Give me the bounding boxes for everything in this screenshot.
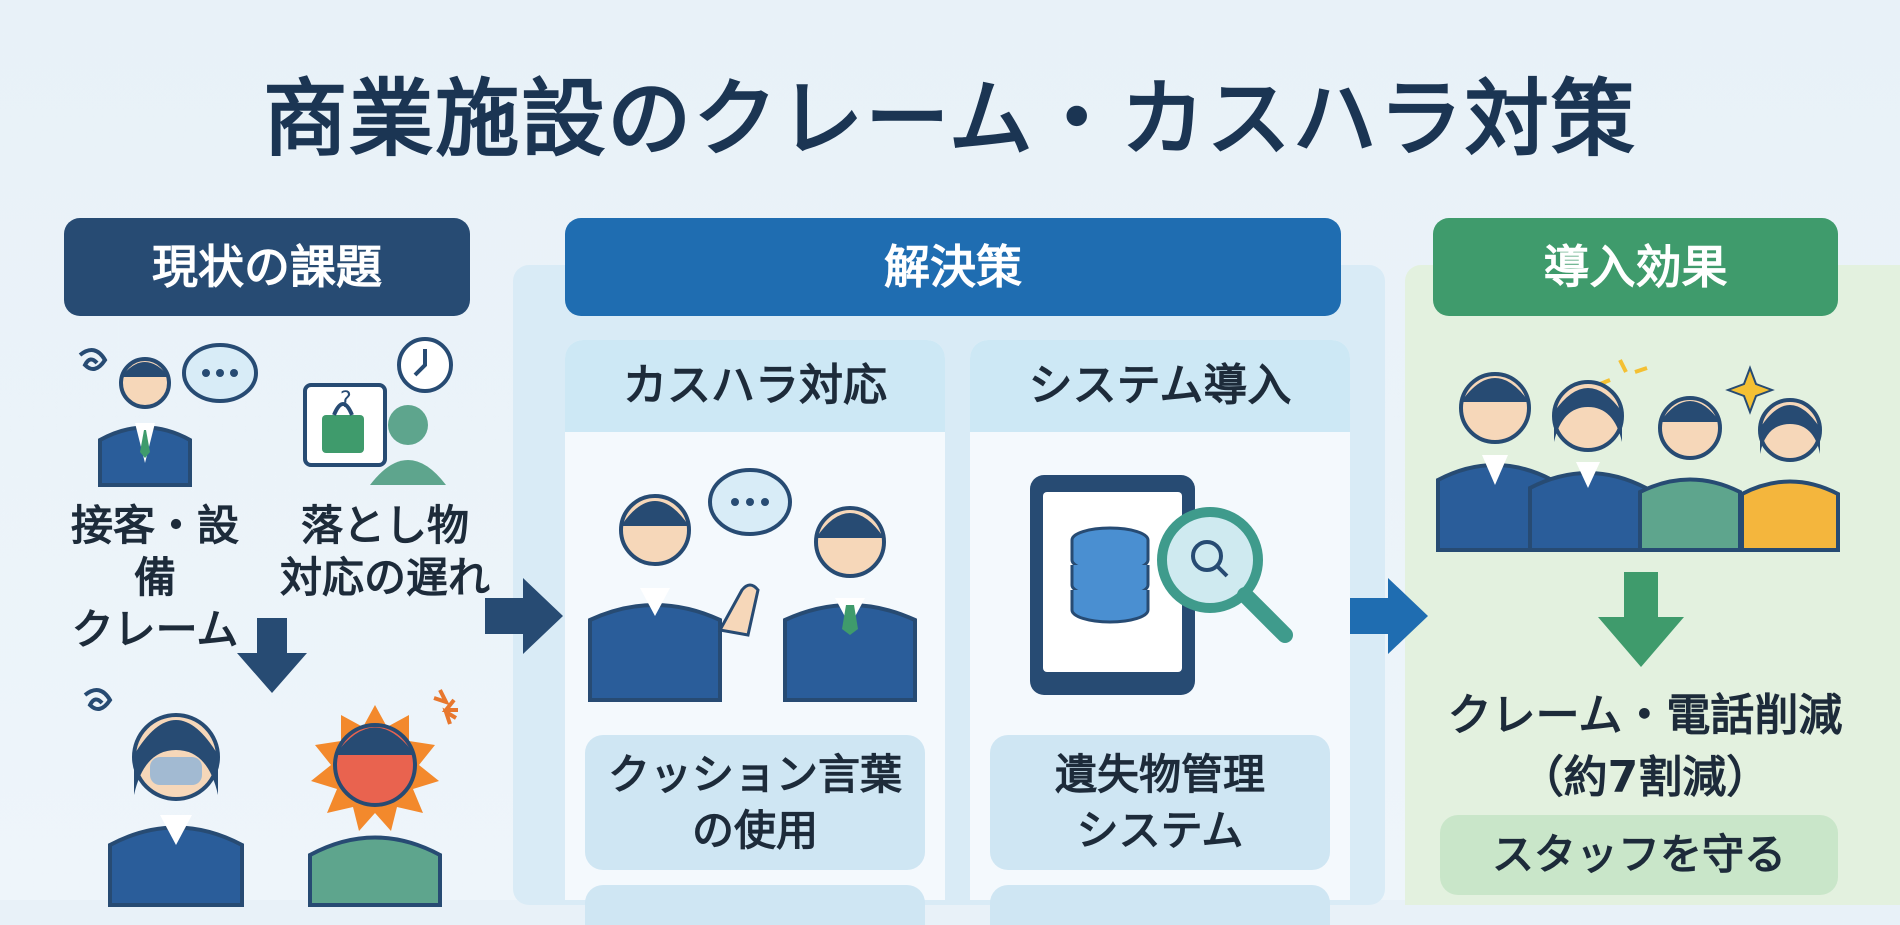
header-solutions: 解決策 xyxy=(565,218,1341,316)
anger-icon xyxy=(433,689,458,725)
worried-staff-illustration xyxy=(83,688,244,907)
down-arrow-icon xyxy=(237,618,307,693)
issue-label-complaint: 接客・設備 クレーム xyxy=(70,501,239,654)
lost-item-icon: ? xyxy=(303,383,387,467)
angry-customer-illustration xyxy=(308,689,458,907)
speech-bubble-icon xyxy=(182,343,258,403)
subhead-customer-harassment: カスハラ対応 xyxy=(565,340,945,432)
polite-staff-illustration xyxy=(588,468,917,702)
down-arrow-icon xyxy=(1598,572,1684,667)
solution-box-partial-right xyxy=(990,885,1330,925)
dizzy-icon xyxy=(78,348,108,371)
header-issues: 現状の課題 xyxy=(64,218,470,316)
stressed-staff-illustration xyxy=(78,343,258,487)
lost-item-illustration: ? xyxy=(303,337,453,485)
happy-people-illustration xyxy=(1436,359,1840,552)
page-title: 商業施設のクレーム・カスハラ対策 xyxy=(263,70,1637,168)
solution-box-partial-left xyxy=(585,885,925,925)
arrow-right-icon xyxy=(485,578,563,654)
solution-box-lost-item-system: 遺失物管理 システム xyxy=(990,735,1330,870)
effect-result-text: クレーム・電話削減 （約7割減） xyxy=(1447,690,1843,803)
svg-text:?: ? xyxy=(340,388,352,413)
magnifier-icon xyxy=(1157,507,1293,643)
arrow-right-icon xyxy=(1350,578,1428,654)
subhead-system: システム導入 xyxy=(970,340,1350,432)
effect-box-protect-staff: スタッフを守る xyxy=(1440,815,1838,895)
speech-bubble-icon xyxy=(708,468,792,536)
header-effects: 導入効果 xyxy=(1433,218,1838,316)
solution-box-cushion-words: クッション言葉 の使用 xyxy=(585,735,925,870)
system-illustration xyxy=(1030,475,1293,695)
database-icon xyxy=(1070,526,1150,624)
clock-icon xyxy=(397,337,453,393)
issue-label-lost-item: 落とし物 対応の遅れ xyxy=(279,501,490,602)
